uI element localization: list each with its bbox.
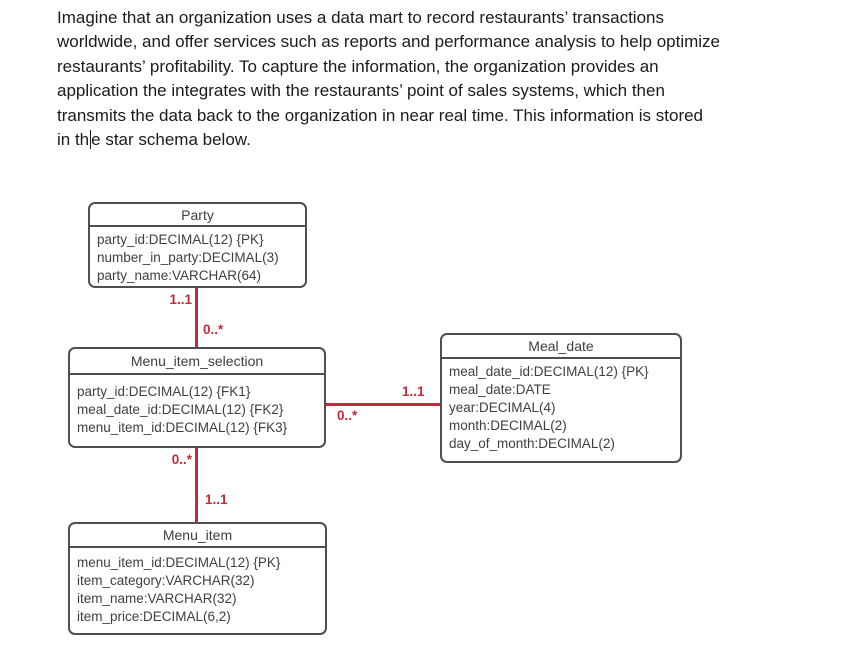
intro-line: restaurants’ profitability. To capture t… bbox=[57, 56, 659, 76]
attribute: month:DECIMAL(2) bbox=[449, 418, 567, 433]
attribute: day_of_month:DECIMAL(2) bbox=[449, 436, 615, 451]
connector-party-selection bbox=[195, 288, 198, 347]
entity-menu-item-selection-attributes: party_id:DECIMAL(12) {FK1} meal_date_id:… bbox=[70, 375, 324, 437]
entity-party-attributes: party_id:DECIMAL(12) {PK} number_in_part… bbox=[90, 227, 305, 285]
cardinality-selection-bottom-end: 0..* bbox=[171, 452, 192, 467]
attribute: party_name:VARCHAR(64) bbox=[97, 268, 262, 283]
cardinality-menuitem-end: 1..1 bbox=[205, 492, 228, 507]
intro-line: Imagine that an organization uses a data… bbox=[57, 8, 664, 27]
text-cursor bbox=[89, 130, 91, 150]
cardinality-party-end: 1..1 bbox=[169, 292, 192, 307]
attribute: menu_item_id:DECIMAL(12) {FK3} bbox=[77, 420, 288, 435]
attribute: party_id:DECIMAL(12) {PK} bbox=[97, 232, 264, 247]
entity-menu-item-attributes: menu_item_id:DECIMAL(12) {PK} item_categ… bbox=[70, 548, 325, 626]
entity-meal-date-attributes: meal_date_id:DECIMAL(12) {PK} meal_date:… bbox=[442, 359, 680, 453]
cardinality-mealdate-end: 1..1 bbox=[402, 384, 425, 399]
entity-menu-item: Menu_item menu_item_id:DECIMAL(12) {PK} … bbox=[68, 522, 327, 635]
attribute: item_name:VARCHAR(32) bbox=[77, 591, 237, 606]
attribute: party_id:DECIMAL(12) {FK1} bbox=[77, 384, 251, 399]
entity-party: Party party_id:DECIMAL(12) {PK} number_i… bbox=[88, 202, 307, 288]
attribute: meal_date_id:DECIMAL(12) {PK} bbox=[449, 364, 649, 379]
intro-text-before-caret: in th bbox=[57, 130, 90, 150]
attribute: meal_date_id:DECIMAL(12) {FK2} bbox=[77, 402, 284, 417]
attribute: item_price:DECIMAL(6,2) bbox=[77, 609, 231, 624]
attribute: meal_date:DATE bbox=[449, 382, 551, 397]
connector-selection-mealdate bbox=[326, 403, 440, 406]
entity-meal-date: Meal_date meal_date_id:DECIMAL(12) {PK} … bbox=[440, 333, 682, 463]
entity-menu-item-title: Menu_item bbox=[70, 524, 325, 548]
attribute: number_in_party:DECIMAL(3) bbox=[97, 250, 279, 265]
connector-selection-menuitem bbox=[195, 448, 198, 522]
cardinality-selection-right-end: 0..* bbox=[337, 408, 358, 423]
intro-line: worldwide, and offer services such as re… bbox=[57, 32, 721, 52]
cardinality-selection-top-end: 0..* bbox=[203, 322, 224, 337]
intro-line: transmits the data back to the organizat… bbox=[57, 105, 704, 125]
attribute: item_category:VARCHAR(32) bbox=[77, 573, 255, 588]
intro-paragraph[interactable]: Imagine that an organization uses a data… bbox=[57, 6, 720, 152]
attribute: menu_item_id:DECIMAL(12) {PK} bbox=[77, 555, 281, 570]
entity-menu-item-selection: Menu_item_selection party_id:DECIMAL(12)… bbox=[68, 347, 326, 448]
entity-menu-item-selection-title: Menu_item_selection bbox=[70, 349, 324, 375]
intro-line: application the integrates with the rest… bbox=[57, 81, 665, 101]
intro-text-after-caret: e star schema below. bbox=[91, 130, 251, 150]
entity-meal-date-title: Meal_date bbox=[442, 335, 680, 359]
attribute: year:DECIMAL(4) bbox=[449, 400, 556, 415]
entity-party-title: Party bbox=[90, 204, 305, 227]
